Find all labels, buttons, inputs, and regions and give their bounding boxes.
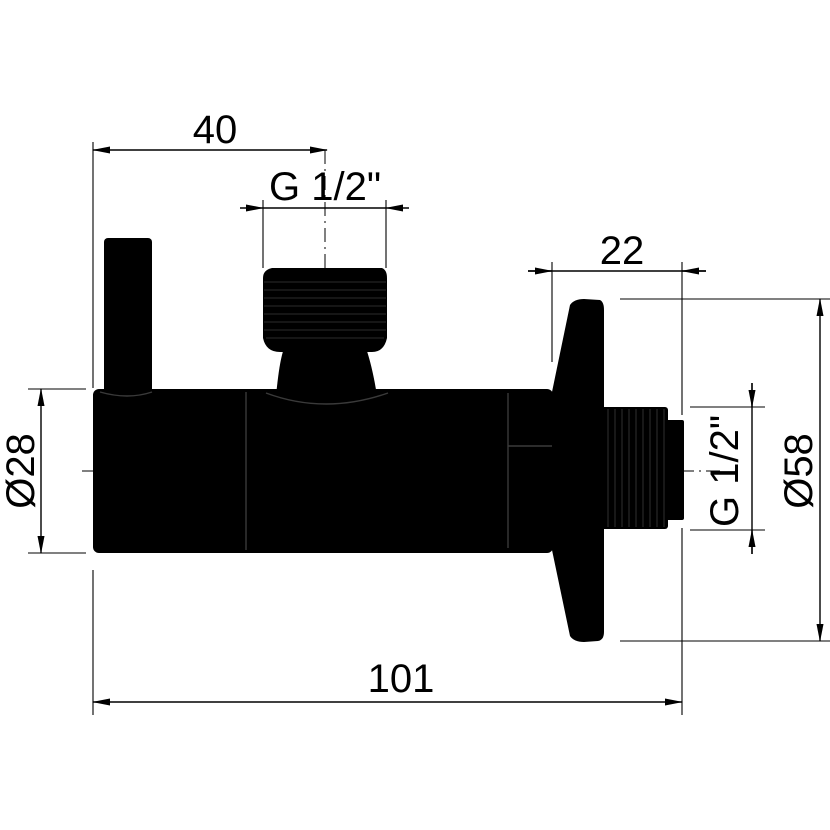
top-thread-nut [263, 268, 387, 352]
label-22: 22 [600, 229, 645, 273]
top-outlet-neck [276, 348, 377, 396]
dimension-lines [37, 146, 824, 706]
side-thread-lines [607, 409, 665, 527]
handle-base-edge [99, 391, 153, 397]
label-side-thread: G 1/2" [703, 415, 747, 527]
label-40: 40 [193, 108, 238, 152]
label-d28: Ø28 [0, 433, 43, 509]
valve-handle [104, 238, 152, 398]
side-thread-tip [664, 420, 684, 520]
collar-edge [507, 393, 552, 548]
label-d58: Ø58 [777, 433, 821, 509]
dimension-labels: 40 G 1/2" 22 Ø28 G 1/2" Ø58 101 [0, 108, 821, 701]
top-thread-lines [264, 281, 386, 339]
label-top-thread: G 1/2" [269, 165, 381, 209]
side-thread-connector [600, 407, 668, 529]
valve-part [93, 238, 684, 642]
valve-body [93, 389, 553, 553]
label-101: 101 [368, 657, 435, 701]
neck-curve-edge [265, 392, 389, 405]
wall-flange [552, 299, 604, 642]
extension-lines [28, 142, 830, 715]
